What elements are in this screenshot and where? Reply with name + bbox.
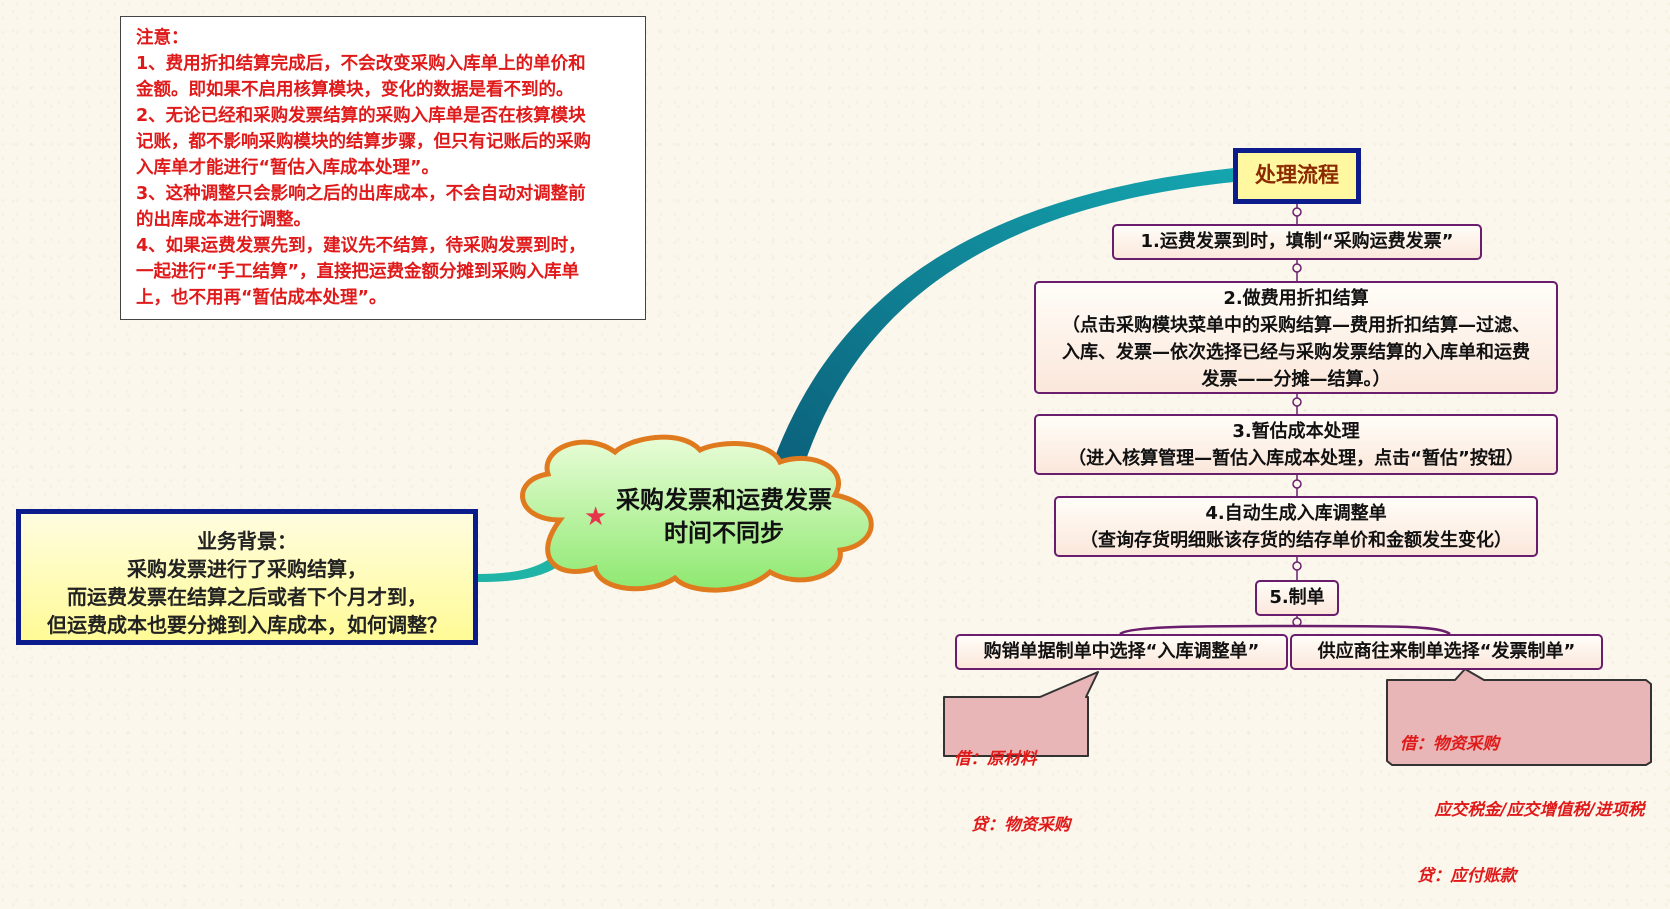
notes-line: 一起进行“手工结算”，直接把运费金额分摊到采购入库单 [136,262,580,282]
notes-line: 1、费用折扣结算完成后，不会改变采购入库单上的单价和 [136,54,586,74]
notes-line: 的出库成本进行调整。 [136,210,311,230]
notes-line: 入库单才能进行“暂估入库成本处理”。 [136,158,440,178]
notes-line: 4、如果运费发票先到，建议先不结算，待采购发票到时， [136,236,586,256]
option-text: 供应商往来制单选择“发票制单” [1317,641,1576,662]
notes-line: 金额。即如果不启用核算模块，变化的数据是看不到的。 [136,80,574,100]
step-3-detail: （进入核算管理—暂估入库成本处理，点击“暂估”按钮） [1068,448,1524,469]
notes-line: 记账，都不影响采购模块的结算步骤，但只有记账后的采购 [136,132,591,152]
notes-line: 3、这种调整只会影响之后的出库成本，不会自动对调整前 [136,184,586,204]
notes-title: 注意： [136,28,189,48]
step-1[interactable]: 1.运费发票到时，填制“采购运费发票” [1112,224,1482,260]
central-topic[interactable]: 采购发票和运费发票 时间不同步 [604,484,844,550]
callout-1-shape [943,671,1099,757]
branch-to-process [770,168,1234,478]
step-2[interactable]: 2.做费用折扣结算 （点击采购模块菜单中的采购结算—费用折扣结算—过滤、 入库、… [1034,281,1558,394]
background-title: 业务背景： [197,529,297,553]
step-4-title: 4.自动生成入库调整单 [1205,503,1387,524]
step-4[interactable]: 4.自动生成入库调整单 （查询存货明细账该存货的结存单价和金额发生变化） [1054,496,1538,557]
entry-line: 应交税金/应交增值税/进项税 [1400,800,1645,819]
step-2-detail: （点击采购模块菜单中的采购结算—费用折扣结算—过滤、 [1062,315,1530,336]
entry-line: 贷：应付账款 [1400,866,1517,885]
option-invoice-voucher[interactable]: 供应商往来制单选择“发票制单” [1290,634,1603,670]
background-box: 业务背景： 采购发票进行了采购结算， 而运费发票在结算之后或者下个月才到， 但运… [16,509,478,645]
connector-layer [478,168,1652,766]
background-line: 而运费发票在结算之后或者下个月才到， [67,585,427,609]
background-line: 但运费成本也要分摊到入库成本，如何调整？ [47,613,447,637]
notes-line: 上，也不用再“暂估成本处理”。 [136,288,387,308]
step-5[interactable]: 5.制单 [1255,580,1339,616]
option-text: 购销单据制单中选择“入库调整单” [983,641,1260,662]
central-topic-line: 时间不同步 [664,519,784,547]
journal-entry-2: 借：物资采购 应交税金/应交增值税/进项税 贷：应付账款 [1400,689,1645,909]
notes-line: 2、无论已经和采购发票结算的采购入库单是否在核算模块 [136,106,586,126]
star-icon: ★ [584,502,608,532]
central-topic-line: 采购发票和运费发票 [616,486,832,514]
step-2-detail: 入库、发票—依次选择已经与采购发票结算的入库单和运费 [1062,342,1530,363]
step-3-title: 3.暂估成本处理 [1232,421,1360,442]
callout-2-shape [1386,668,1652,766]
option-inventory-adjustment[interactable]: 购销单据制单中选择“入库调整单” [955,634,1288,670]
step-2-detail: 发票——分摊—结算。） [1201,369,1391,390]
entry-line: 借：物资采购 [1400,734,1499,753]
entry-line: 贷：物资采购 [954,815,1071,834]
step-1-text: 1.运费发票到时，填制“采购运费发票” [1140,231,1454,252]
notes-box: 注意： 1、费用折扣结算完成后，不会改变采购入库单上的单价和 金额。即如果不启用… [120,16,646,320]
process-connectors [1119,204,1451,636]
central-cloud [520,434,874,593]
entry-line: 借：原材料 [954,749,1037,768]
step-2-title: 2.做费用折扣结算 [1223,288,1369,309]
process-title[interactable]: 处理流程 [1233,148,1361,204]
journal-entry-1: 借：原材料 贷：物资采购 [954,704,1070,858]
step-3[interactable]: 3.暂估成本处理 （进入核算管理—暂估入库成本处理，点击“暂估”按钮） [1034,414,1558,475]
step-5-text: 5.制单 [1269,587,1325,608]
branch-to-background [478,548,566,582]
background-line: 采购发票进行了采购结算， [127,557,367,581]
step-4-detail: （查询存货明细账该存货的结存单价和金额发生变化） [1080,530,1512,551]
